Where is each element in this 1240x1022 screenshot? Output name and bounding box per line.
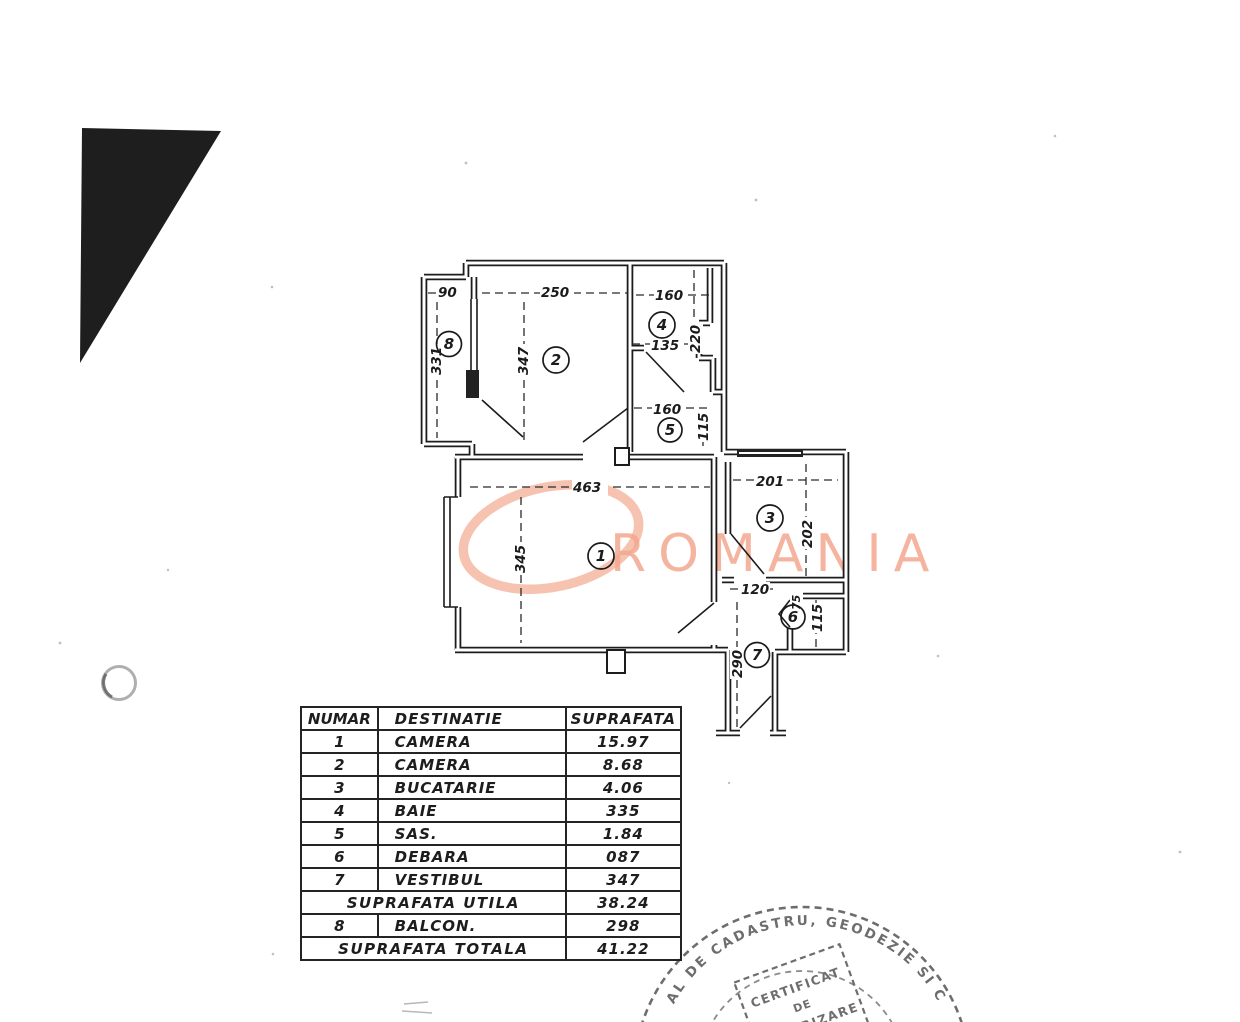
dim-90: 90 xyxy=(438,285,457,301)
room-label-4: 4 xyxy=(656,316,667,334)
room-label-2: 2 xyxy=(551,351,561,369)
cell-num: 8 xyxy=(300,913,379,938)
cell-sup: 087 xyxy=(564,844,683,869)
cell-dest: VESTIBUL xyxy=(376,867,567,892)
table-row-suprafata-utila: SUPRAFATA UTILA 38.24 xyxy=(300,890,683,915)
cell-num: 3 xyxy=(300,775,379,800)
table-row: 6 DEBARA 087 xyxy=(300,844,683,869)
room-label-5: 5 xyxy=(665,421,675,439)
room-label-3: 3 xyxy=(765,509,775,527)
cell-sup: 1.84 xyxy=(564,821,683,846)
table-row-balcon: 8 BALCON. 298 xyxy=(300,913,683,938)
header-suprafata: SUPRAFATA xyxy=(564,706,683,731)
table-row: 3 BUCATARIE 4.06 xyxy=(300,775,683,800)
dim-220: 220 xyxy=(688,325,704,353)
wall-pillar-bottom xyxy=(606,649,626,674)
plan-walls-inner xyxy=(422,261,848,735)
dim-115-debara: 115 xyxy=(810,604,826,632)
room-label-8: 8 xyxy=(444,335,454,353)
cell-dest: BALCON. xyxy=(376,913,567,938)
table-header-row: NUMAR DESTINATIE SUPRAFATA xyxy=(300,706,683,731)
table-row: 5 SAS. 1.84 xyxy=(300,821,683,846)
cell-dest: DEBARA xyxy=(376,844,567,869)
room-label-7: 7 xyxy=(752,646,763,664)
cell-sup: 335 xyxy=(564,798,683,823)
utila-label: SUPRAFATA UTILA xyxy=(300,890,567,915)
dim-201: 201 xyxy=(756,474,784,490)
room-label-6: 6 xyxy=(788,608,798,626)
dim-463: 463 xyxy=(572,480,601,496)
door-swings xyxy=(481,351,791,729)
cell-num: 4 xyxy=(300,798,379,823)
scan-specks xyxy=(58,134,1182,956)
cell-num: 2 xyxy=(300,752,379,777)
stamp-cert-line2: DE xyxy=(791,997,813,1016)
cell-num: 6 xyxy=(300,844,379,869)
cell-num: 5 xyxy=(300,821,379,846)
room1-vestibule-door xyxy=(677,602,715,634)
cell-dest: SAS. xyxy=(376,821,567,846)
cell-sup: 4.06 xyxy=(564,775,683,800)
cell-sup: 8.68 xyxy=(564,752,683,777)
room2-door xyxy=(582,407,629,443)
table-row: 4 BAIE 335 xyxy=(300,798,683,823)
cell-dest: CAMERA xyxy=(376,729,567,754)
stamp-inner-circle xyxy=(711,970,893,1022)
totala-value: 41.22 xyxy=(564,936,683,961)
balcony-door xyxy=(481,399,524,438)
kitchen-door xyxy=(730,533,765,575)
dim-202: 202 xyxy=(800,520,816,548)
table-row: 2 CAMERA 8.68 xyxy=(300,752,683,777)
room-area-table: NUMAR DESTINATIE SUPRAFATA 1 CAMERA 15.9… xyxy=(300,706,683,961)
dim-135: 135 xyxy=(651,338,679,354)
cell-sup: 15.97 xyxy=(564,729,683,754)
balcony-window xyxy=(466,299,479,398)
header-destinatie: DESTINATIE xyxy=(376,706,567,731)
hole-punch-shadow xyxy=(102,673,113,699)
room1-window xyxy=(443,496,458,608)
table-row: 7 VESTIBUL 347 xyxy=(300,867,683,892)
cell-num: 7 xyxy=(300,867,379,892)
dim-331: 331 xyxy=(429,347,445,375)
utila-value: 38.24 xyxy=(564,890,683,915)
cell-dest: BUCATARIE xyxy=(376,775,567,800)
scan-corner-triangle xyxy=(80,128,221,363)
dim-160-top: 160 xyxy=(655,288,683,304)
dim-345: 345 xyxy=(513,545,529,573)
bathroom-door xyxy=(645,351,685,393)
cell-num: 1 xyxy=(300,729,379,754)
table-row: 1 CAMERA 15.97 xyxy=(300,729,683,754)
scan-smudge-marks xyxy=(401,1001,433,1014)
cell-sup: 298 xyxy=(564,913,683,938)
room-number-labels: 1 2 3 4 5 6 7 8 xyxy=(435,311,806,669)
table-row-suprafata-totala: SUPRAFATA TOTALA 41.22 xyxy=(300,936,683,961)
stamp-certificate-box: CERTIFICAT DE AUTORIZARE . . . . . . xyxy=(732,942,880,1022)
watermark: ROMANIA xyxy=(458,479,941,595)
dim-347: 347 xyxy=(516,346,532,375)
cell-sup: 347 xyxy=(564,867,683,892)
room-label-1: 1 xyxy=(596,547,606,565)
watermark-romania-text: ROMANIA xyxy=(610,524,941,584)
plan-walls xyxy=(424,263,846,733)
dim-120: 120 xyxy=(741,582,769,598)
debara-door-chevron xyxy=(777,599,791,628)
watermark-ellipse xyxy=(458,479,644,595)
wall-pillar-top xyxy=(614,447,630,466)
cell-dest: CAMERA xyxy=(376,752,567,777)
kitchen-window xyxy=(737,449,803,457)
dim-160-sas: 160 xyxy=(653,402,681,418)
header-numar: NUMAR xyxy=(300,706,379,731)
cell-dest: BAIE xyxy=(376,798,567,823)
totala-label: SUPRAFATA TOTALA xyxy=(300,936,567,961)
dim-290: 290 xyxy=(730,650,746,678)
entrance-door xyxy=(739,695,772,729)
dim-250: 250 xyxy=(541,285,569,301)
dim-115-sas: 115 xyxy=(696,413,712,441)
